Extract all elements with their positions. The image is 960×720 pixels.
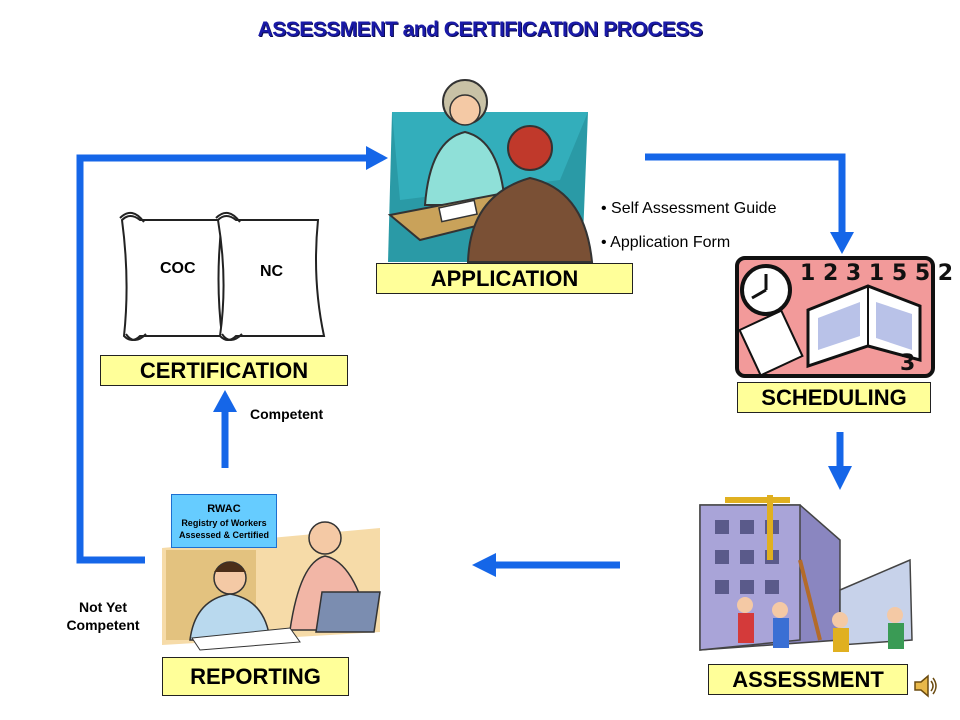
stage-label-assessment: ASSESSMENT bbox=[708, 664, 908, 695]
reporting-illustration bbox=[162, 521, 381, 651]
flow-arrow-scheduling-to-assessment bbox=[828, 432, 852, 490]
certificate-scroll-nc bbox=[215, 211, 326, 341]
stage-label-reporting: REPORTING bbox=[162, 657, 349, 696]
assessment-illustration bbox=[699, 495, 913, 652]
stage-label-application: APPLICATION bbox=[376, 263, 633, 294]
flow-arrow-reporting-to-application bbox=[76, 146, 388, 564]
flow-arrow-application-to-scheduling bbox=[645, 153, 854, 254]
flow-arrow-reporting-to-certification bbox=[213, 390, 237, 468]
page-title: ASSESSMENT and CERTIFICATION PROCESS bbox=[257, 18, 703, 41]
certificate-label-nc: NC bbox=[260, 263, 284, 280]
svg-text:3: 3 bbox=[900, 351, 915, 376]
rwac-abbr: RWAC bbox=[207, 503, 241, 515]
rwac-box: RWAC Registry of Workers Assessed & Cert… bbox=[171, 494, 277, 548]
note-not-yet-competent: Not Yet Competent bbox=[66, 599, 140, 633]
stage-label-scheduling: SCHEDULING bbox=[737, 382, 931, 413]
application-item-application-form: • Application Form bbox=[601, 234, 731, 251]
scheduling-illustration: 1 2 3 1 5 5 2 3 bbox=[735, 256, 953, 378]
speaker-icon[interactable] bbox=[912, 672, 940, 700]
svg-text:1 2 3 1 5 5 2: 1 2 3 1 5 5 2 bbox=[800, 261, 953, 286]
application-item-self-assessment-guide: • Self Assessment Guide bbox=[601, 200, 777, 217]
stage-label-certification: CERTIFICATION bbox=[100, 355, 348, 386]
certificate-label-coc: COC bbox=[160, 260, 196, 277]
flow-arrow-assessment-to-reporting bbox=[472, 553, 620, 577]
application-illustration bbox=[387, 79, 594, 263]
rwac-full: Registry of Workers Assessed & Certified bbox=[178, 518, 270, 540]
note-competent: Competent bbox=[250, 406, 324, 422]
